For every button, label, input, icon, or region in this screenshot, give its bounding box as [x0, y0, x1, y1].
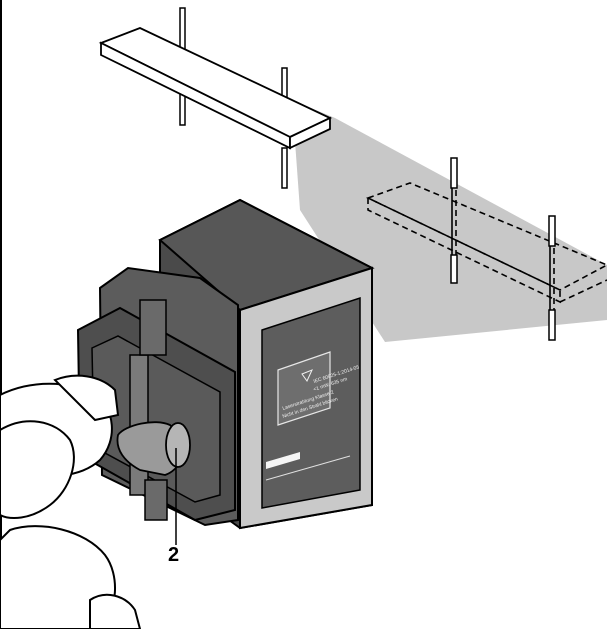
- locking-knob: [116, 421, 191, 476]
- mount-holder: [76, 266, 239, 527]
- projected-shelf-brackets: [450, 157, 556, 341]
- clamp-stand: [0, 374, 142, 629]
- real-shelf: [98, 7, 333, 189]
- callout-label: 2: [168, 544, 180, 566]
